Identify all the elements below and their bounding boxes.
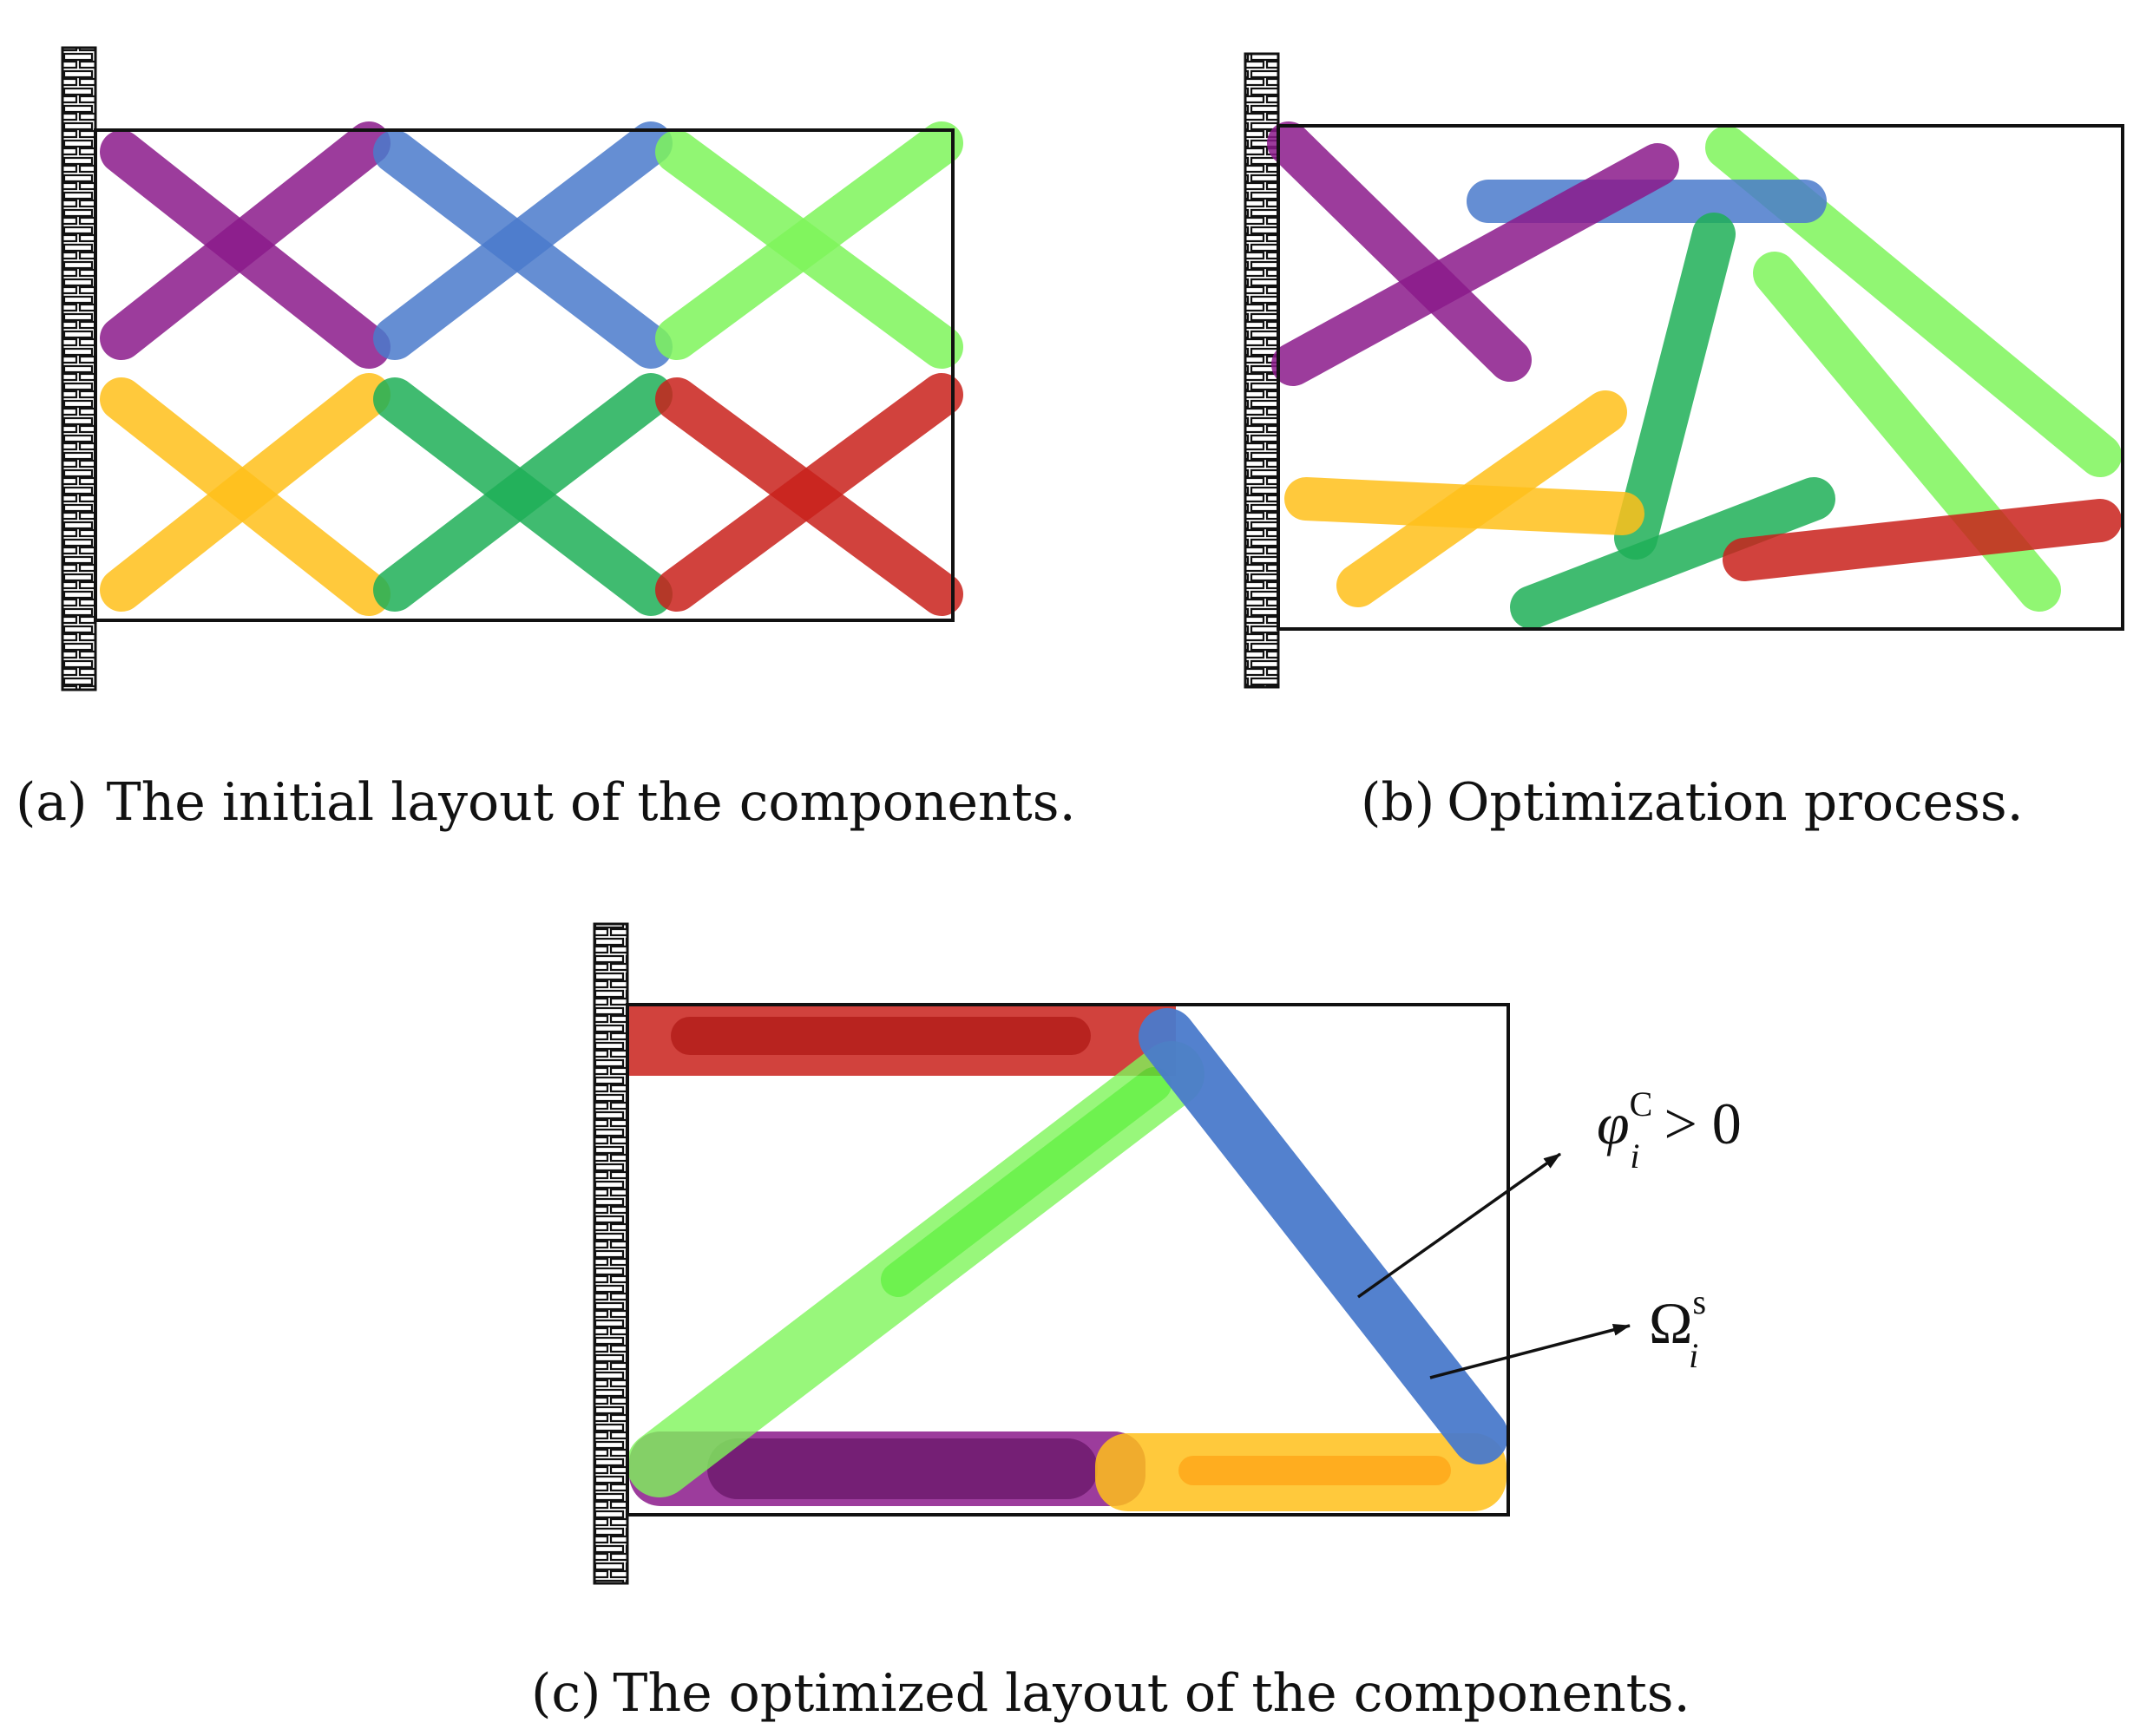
panel-a-bars	[100, 121, 963, 616]
brick-wall-icon	[61, 46, 97, 691]
bar-purple-1	[1267, 121, 1532, 382]
bar-green-2	[373, 373, 673, 612]
bar-lightgreen-2	[655, 121, 963, 360]
caption-b: (b)Optimization process.	[1361, 776, 2024, 829]
bar-blue-2	[373, 121, 673, 360]
caption-b-label: (b)	[1361, 772, 1435, 833]
panel-c-design-domain	[626, 1003, 1510, 1517]
caption-a-label: (a)	[16, 772, 88, 833]
caption-a-text: The initial layout of the components.	[106, 772, 1076, 833]
panel-b-design-domain	[1277, 124, 2124, 631]
panel-a	[61, 46, 963, 691]
bar-yellow-2	[1336, 390, 1627, 607]
caption-c: (c)The optimized layout of the component…	[531, 1667, 1690, 1720]
caption-b-text: Optimization process.	[1447, 772, 2024, 833]
bar-purple-2	[1271, 143, 1679, 386]
caption-a: (a)The initial layout of the components.	[16, 776, 1076, 829]
caption-c-label: (c)	[531, 1663, 601, 1724]
bar-red-1	[1723, 499, 2122, 581]
bar-green-2	[1510, 477, 1835, 629]
brick-wall-icon	[593, 922, 629, 1585]
bar-red-2	[655, 373, 963, 612]
panel-c-bars	[627, 1005, 1508, 1511]
bar-lightgreen-inner	[881, 1067, 1172, 1297]
arrow-phi	[1356, 1152, 1562, 1299]
bar-purple-2	[100, 121, 391, 360]
bar-yellow-2	[100, 373, 391, 612]
panel-a-design-domain	[94, 128, 955, 622]
arrow-omega	[1429, 1324, 1631, 1379]
panel-b-bars	[1267, 121, 2122, 629]
bar-blue	[1139, 1008, 1508, 1464]
caption-c-text: The optimized layout of the components.	[613, 1663, 1690, 1724]
panel-c-wall	[593, 922, 629, 1585]
panel-b	[1244, 52, 2124, 689]
bar-green-1	[1614, 213, 1736, 560]
panel-a-wall	[61, 46, 97, 691]
